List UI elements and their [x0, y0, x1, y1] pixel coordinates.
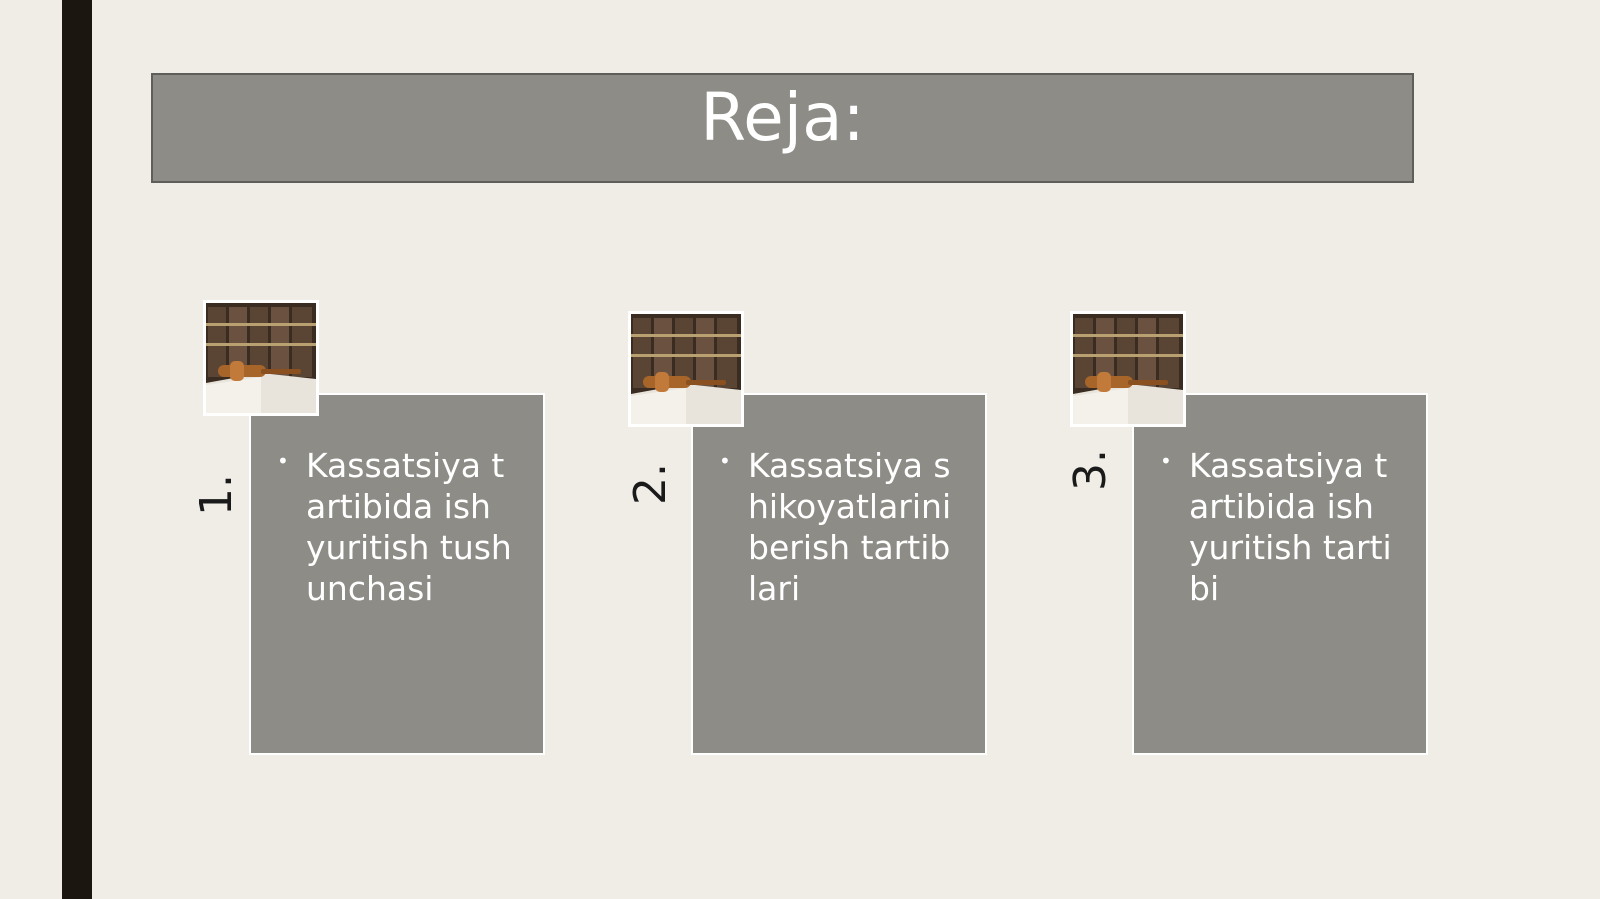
item-text-3: Kassatsiya tartibida ish yuritish tartib…: [1189, 446, 1392, 608]
gavel-books-image: [628, 311, 744, 427]
bullet-icon: •: [277, 449, 289, 473]
item-card-2: • Kassatsiya shikoyatlarini berish tarti…: [691, 393, 987, 755]
bullet-icon: •: [719, 449, 731, 473]
item-number-1: 1.: [190, 474, 242, 516]
item-card-3: • Kassatsiya tartibida ish yuritish tart…: [1132, 393, 1428, 755]
bullet-icon: •: [1160, 449, 1172, 473]
item-card-1: • Kassatsiya tartibida ish yuritish tush…: [249, 393, 545, 755]
item-text-2: Kassatsiya shikoyatlarini berish tartibl…: [748, 446, 952, 608]
slide-title: Reja:: [700, 79, 865, 156]
item-number-2: 2.: [624, 463, 676, 505]
title-box: Reja:: [151, 73, 1414, 183]
gavel-books-image: [1070, 311, 1186, 427]
item-text-1: Kassatsiya tartibida ish yuritish tushun…: [306, 446, 512, 608]
item-number-3: 3.: [1064, 449, 1116, 491]
left-accent-bar: [62, 0, 92, 899]
gavel-books-image: [203, 300, 319, 416]
